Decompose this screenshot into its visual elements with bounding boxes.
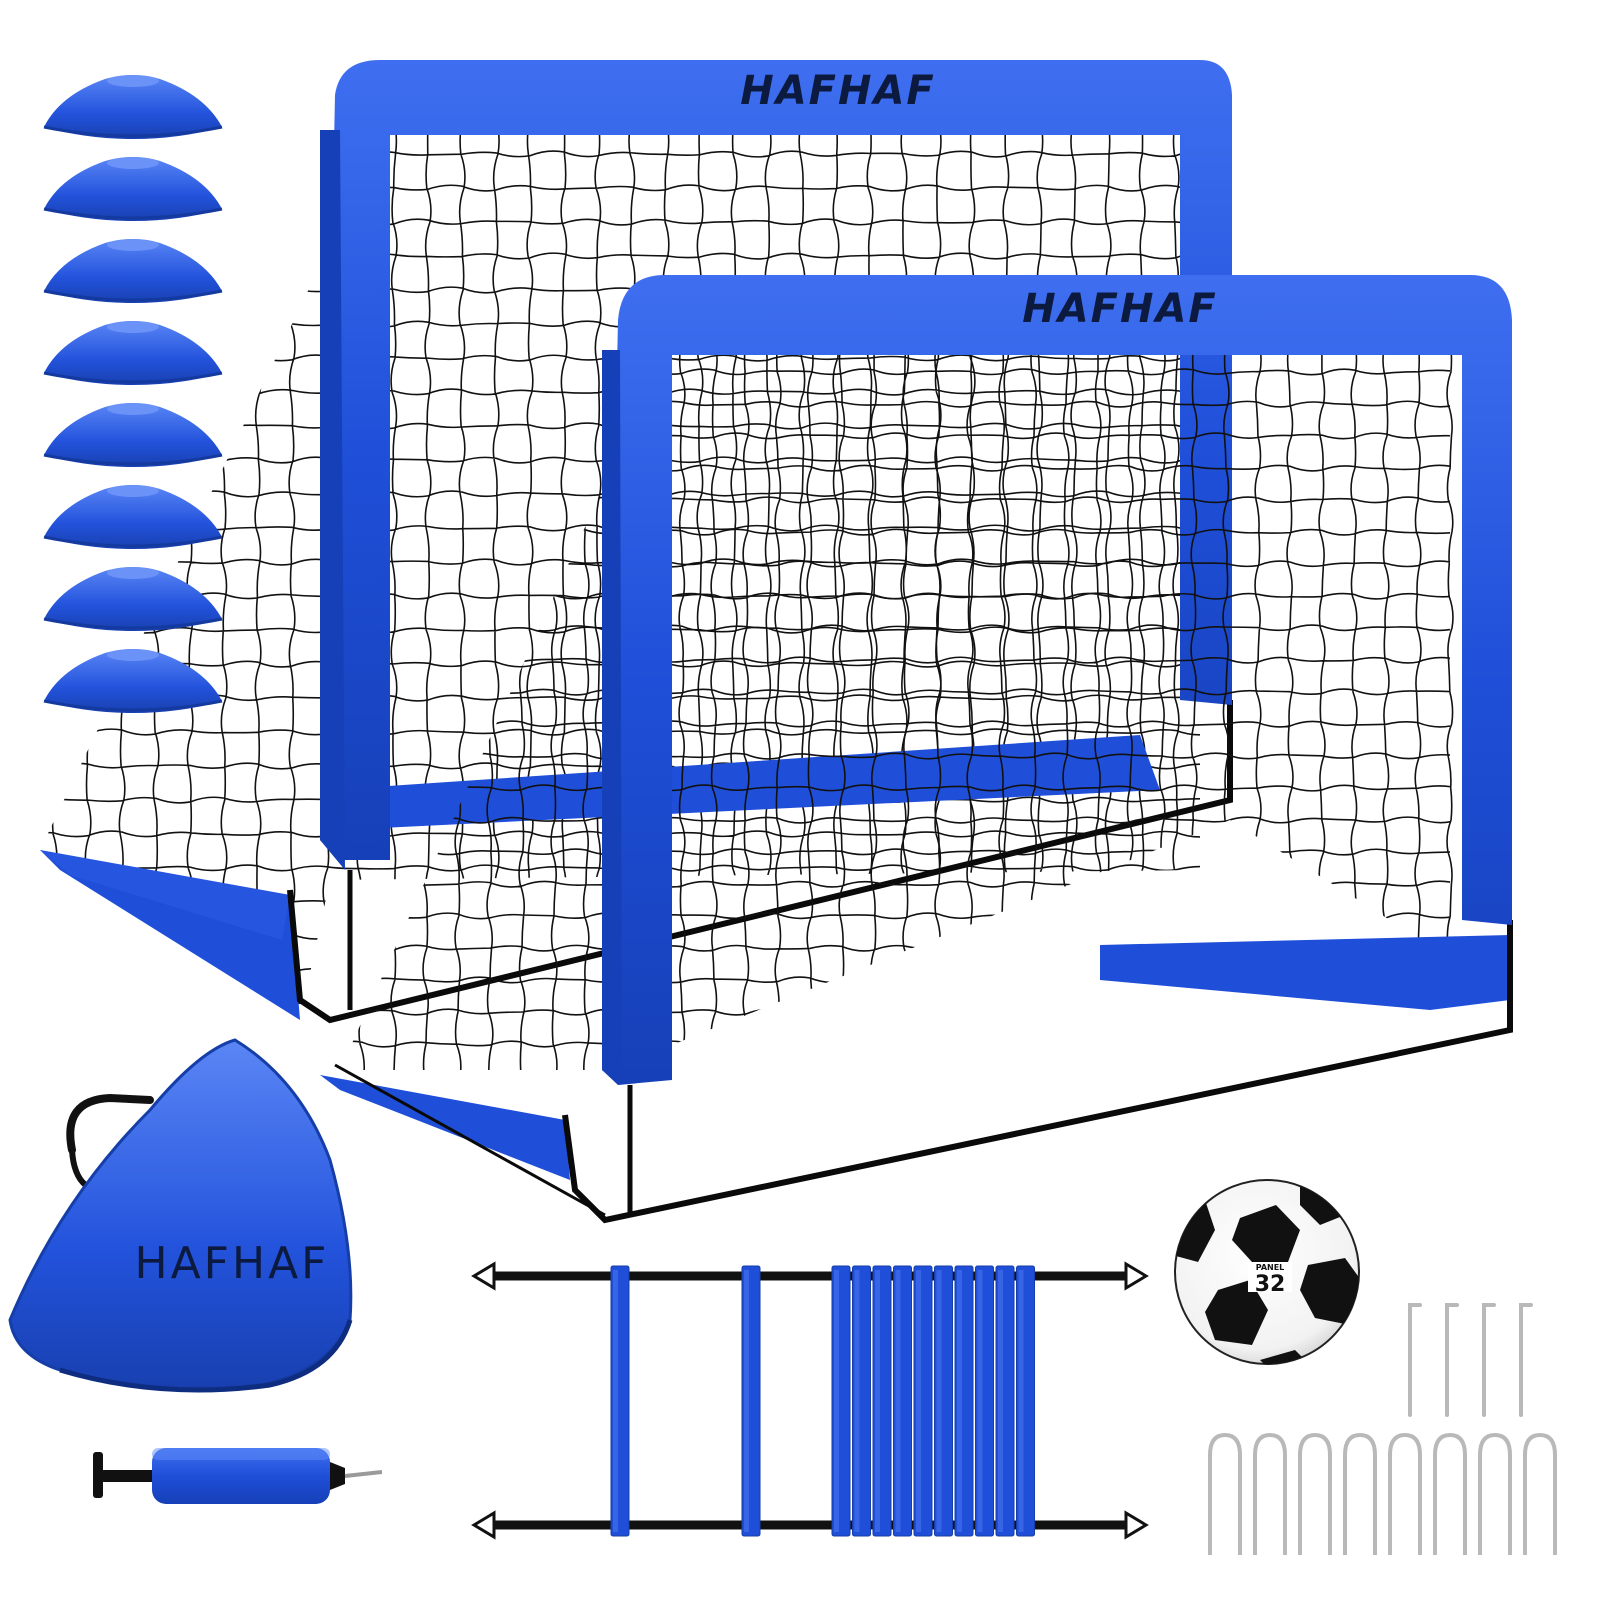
- goal-front-base-right: [1100, 935, 1510, 1010]
- ground-stake-icon: [1343, 1432, 1377, 1555]
- disc-cone-icon: [43, 75, 223, 139]
- disc-cone-icon: [43, 649, 223, 713]
- disc-cone-icon: [43, 403, 223, 467]
- pump-barrel: [152, 1448, 330, 1504]
- goal-back-brand: HAFHAF: [740, 68, 936, 114]
- disc-cone-icon: [43, 239, 223, 303]
- disc-cone-icon: [43, 157, 223, 221]
- goal-front: HAFHAF: [320, 275, 1513, 1224]
- goal-front-ground-frame: [562, 920, 1513, 1224]
- goal-front-net: [340, 350, 1454, 1070]
- ground-stake-icon: [1208, 1432, 1242, 1555]
- ground-stake-icon: [1388, 1432, 1422, 1555]
- bag-body: [8, 1038, 353, 1390]
- soccer-ball-icon: PANEL 32: [1174, 1179, 1360, 1365]
- ground-stake-icon: [1445, 1303, 1459, 1417]
- cone-stack: [43, 75, 223, 713]
- goal-front-brand: HAFHAF: [1022, 286, 1218, 332]
- goal-back: HAFHAF: [40, 60, 1233, 1024]
- ball-label-small: PANEL: [1256, 1263, 1285, 1272]
- goal-back-ground-frame: [287, 700, 1233, 1024]
- ground-stake-icon: [1519, 1303, 1533, 1417]
- disc-cone-icon: [43, 485, 223, 549]
- ground-stake-icon: [1408, 1303, 1422, 1417]
- straight-stake-set: [1408, 1303, 1533, 1417]
- ground-stake-icon: [1433, 1432, 1467, 1555]
- ground-stake-icon: [1478, 1432, 1512, 1555]
- agility-ladder-icon: [471, 1261, 1149, 1540]
- bag-brand: HAFHAF: [135, 1238, 330, 1289]
- disc-cone-icon: [43, 321, 223, 385]
- goal-back-base-floor: [330, 735, 1160, 830]
- ball-label-number: 32: [1255, 1272, 1286, 1297]
- disc-cone-icon: [43, 567, 223, 631]
- bag-handle: [66, 1093, 154, 1154]
- ball-label: PANEL 32: [1248, 1262, 1292, 1297]
- ground-stake-icon: [1253, 1432, 1287, 1555]
- ground-stake-icon: [1298, 1432, 1332, 1555]
- air-pump-icon: [93, 1448, 383, 1504]
- ground-stake-icon: [1523, 1432, 1557, 1555]
- carry-bag-icon: HAFHAF: [8, 1038, 353, 1393]
- ground-stake-icon: [1482, 1303, 1496, 1417]
- ground-peg-set: [1208, 1432, 1557, 1555]
